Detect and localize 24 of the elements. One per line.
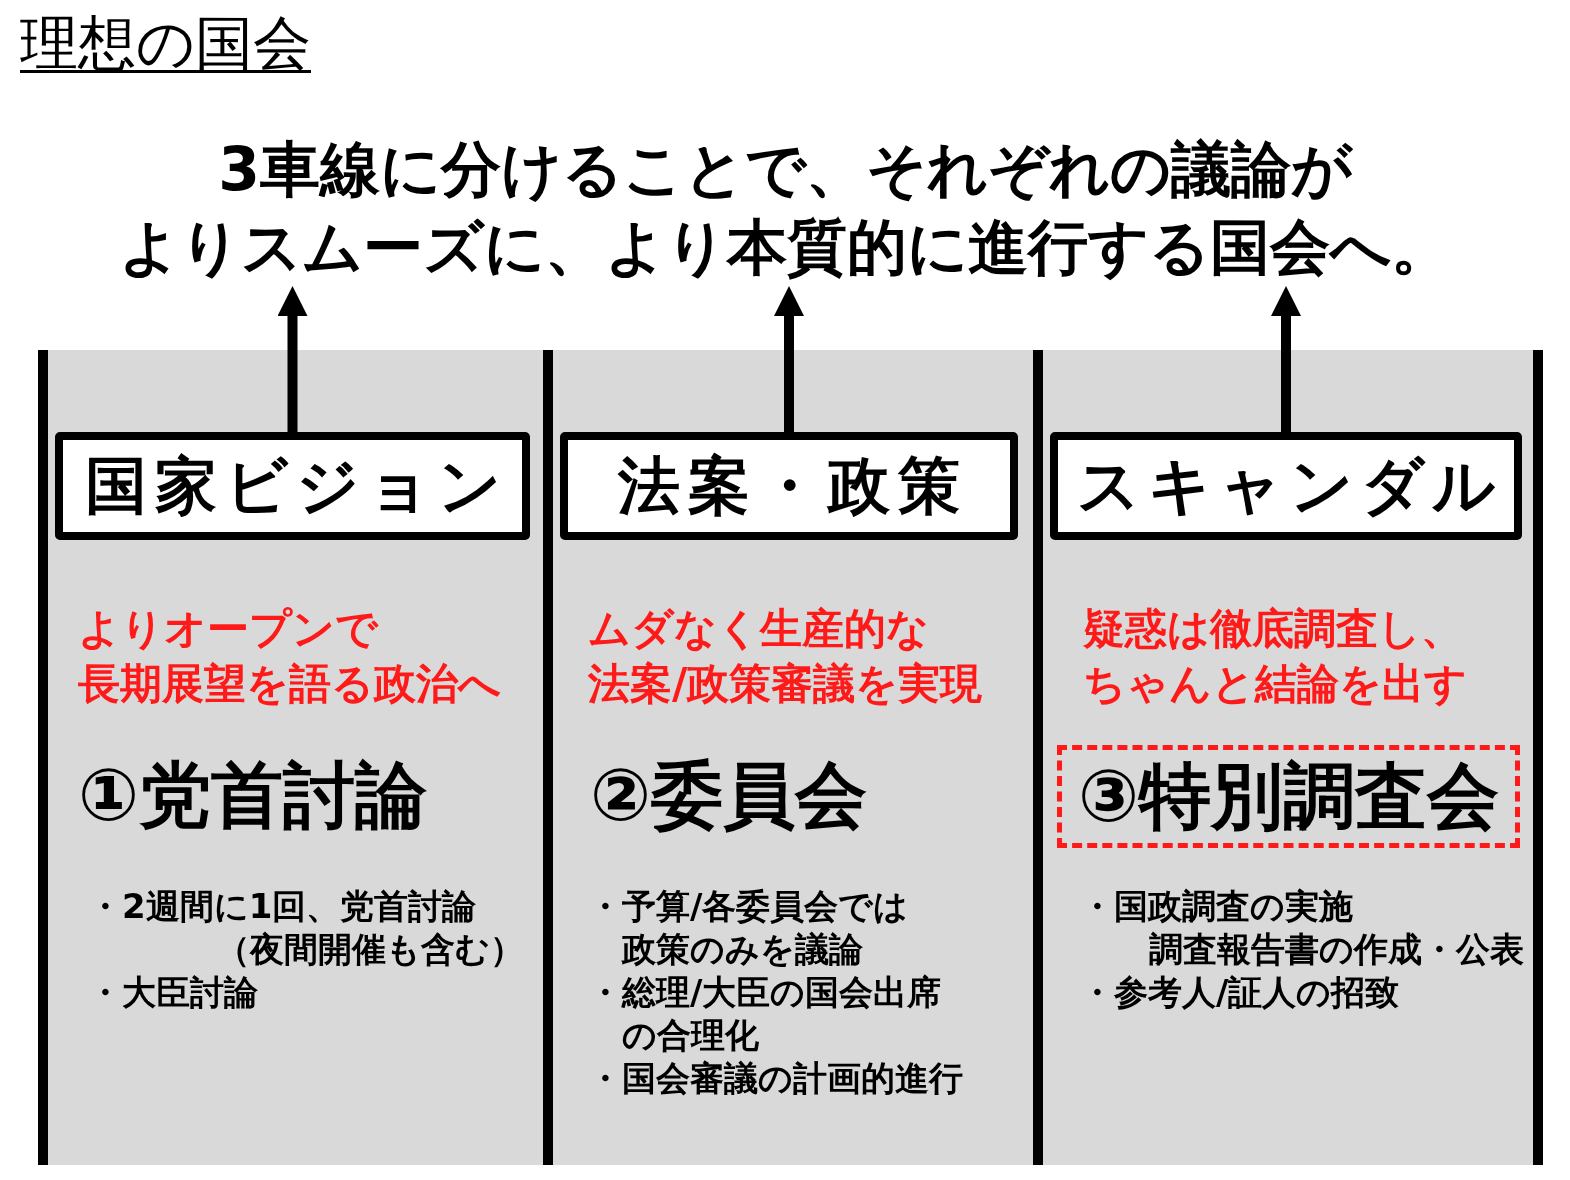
lane-panel <box>553 350 1033 1165</box>
arrow <box>1271 286 1301 432</box>
bullet-item: ・参考人/証人の招致 <box>1080 971 1400 1014</box>
bullet-item: ・予算/各委員会では政策のみを議論 <box>588 885 910 971</box>
bullet-item: ・国政調査の実施調査報告書の作成・公表 <box>1080 885 1524 971</box>
bullet-item: ・総理/大臣の国会出席の合理化 <box>588 971 943 1057</box>
goal-text: ムダなく生産的な法案/政策審議を実現 <box>588 603 984 710</box>
arrow <box>774 286 804 432</box>
headline-text: 3車線に分けることで、それぞれの議論がよりスムーズに、より本質的に進行する国会へ。 <box>95 130 1475 286</box>
heading-box: 国家ビジョン <box>55 432 530 540</box>
bullet-item: ・国会審議の計画的進行 <box>588 1057 963 1100</box>
section-title: ②委員会 <box>590 752 867 839</box>
goal-text: よりオープンで長期展望を語る政治へ <box>78 603 502 710</box>
page-title: 理想の国会 <box>20 8 311 78</box>
lane-panel <box>1043 350 1533 1165</box>
heading-box: スキャンダル <box>1050 432 1522 540</box>
highlight-box: ③特別調査会 <box>1057 745 1520 848</box>
goal-text: 疑惑は徹底調査し、ちゃんと結論を出す <box>1083 603 1468 710</box>
bullet-item: ・2週間に1回、党首討論（夜間開催も含む） <box>88 885 524 971</box>
bullet-item: ・大臣討論 <box>88 971 258 1014</box>
section-title: ①党首討論 <box>78 752 427 839</box>
heading-box: 法案・政策 <box>560 432 1018 540</box>
arrow <box>277 286 308 432</box>
lane-panel <box>48 350 543 1165</box>
